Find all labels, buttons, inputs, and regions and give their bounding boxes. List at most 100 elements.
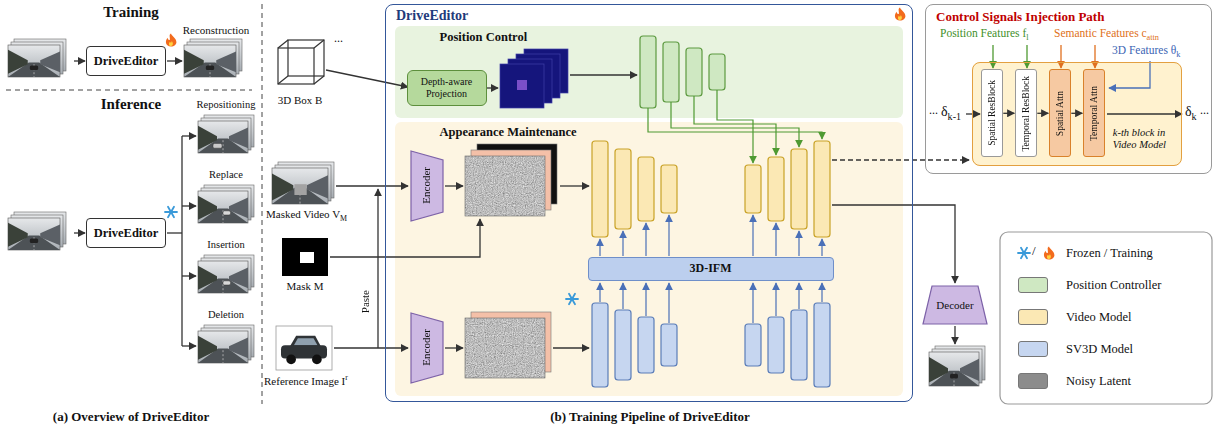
video-frames: [8, 39, 66, 77]
video-frames: [184, 39, 242, 77]
car: [30, 65, 38, 69]
layer-box: Spatial Attn: [1049, 69, 1071, 157]
text-label: 3D Box B: [278, 94, 323, 106]
video-frames: [8, 212, 66, 250]
arrow-line: [821, 283, 822, 302]
roadside-trees: [198, 196, 217, 220]
street-sky: [272, 168, 328, 204]
video-model: [592, 141, 830, 237]
heading-text: DriveEditor: [396, 8, 912, 24]
roadside-buildings: [216, 51, 236, 72]
arrow-line: [182, 275, 196, 276]
unet-block: [638, 317, 654, 373]
frozen-snowflake-icon: [165, 207, 177, 217]
arrow-line: [74, 232, 85, 233]
pipeline-panel: DriveEditorPosition ControlDepth-aware P…: [385, 4, 913, 402]
text-label: ...: [1200, 103, 1209, 117]
text-label: Insertion: [207, 239, 244, 250]
snowflake-arm: [569, 294, 575, 304]
unet-block: [638, 157, 654, 221]
box-label: Spatial Attn: [1055, 91, 1066, 136]
unet-block: [814, 141, 830, 237]
latent-border: [465, 318, 545, 378]
legend-text: Frozen / Training: [1066, 244, 1153, 262]
arrow-line: [954, 326, 955, 344]
arrow-line: [553, 347, 589, 348]
unet-block: [686, 48, 702, 96]
text-label: ...: [929, 103, 938, 117]
arrow-line: [694, 96, 776, 155]
roadside-trees: [198, 336, 217, 360]
roadside-buildings: [40, 224, 60, 245]
flame-inner: [169, 41, 173, 46]
arrow-line: [181, 136, 182, 346]
mask-background: [282, 238, 328, 276]
trapezoid: [923, 286, 987, 324]
unet-block: [745, 324, 761, 366]
arrow-line: [326, 70, 408, 87]
legend-text: Position Controller: [1066, 276, 1162, 294]
arrow-line: [752, 215, 753, 256]
block-fill: [972, 62, 1182, 166]
noisy-latent-base: [465, 318, 545, 378]
noisy-latent: [465, 156, 545, 216]
unet-block: [661, 324, 677, 366]
text-label: Mask M: [287, 280, 324, 292]
arrow-line: [832, 205, 955, 283]
box-label: Spatial ResBlock: [987, 80, 998, 146]
band-fill: [395, 122, 903, 396]
arrow-line: [1094, 45, 1095, 68]
roadside-buildings: [229, 337, 248, 358]
subscript: M: [340, 214, 347, 223]
box-label: Temporal Attn: [1089, 86, 1100, 141]
unet-block: [791, 310, 807, 380]
noisy-latent: [465, 318, 545, 378]
box-label: 3D-IFM: [690, 262, 732, 276]
legend-swatch: [1018, 373, 1048, 389]
decoder-block: Decoder: [922, 285, 988, 325]
legend-swatch: [1018, 341, 1048, 357]
text-label: δ: [941, 104, 948, 119]
arrow-line: [1060, 45, 1061, 68]
masked-region: [294, 184, 306, 195]
module-band: Position ControlDepth-aware Projection: [395, 26, 903, 118]
arrow-line: [668, 283, 669, 323]
legend-row: Frozen / Training: [1018, 244, 1153, 262]
arrow-line: [445, 347, 463, 348]
arrow-line: [599, 239, 600, 256]
arrow-line: [622, 231, 623, 256]
arrow-line: [570, 74, 637, 75]
trapezoid: [411, 313, 443, 383]
arrow-line: [182, 345, 196, 346]
roadside-trees: [929, 357, 948, 383]
legend-text: Noisy Latent: [1066, 372, 1131, 390]
arrow-line: [798, 283, 799, 309]
mask-region: [300, 252, 314, 263]
car: [950, 374, 958, 379]
text-label: 3D Features θ: [1112, 44, 1176, 56]
subscript: l: [1026, 33, 1028, 42]
heading-text: Position Control: [440, 30, 903, 44]
layer-box: Temporal ResBlock: [1015, 69, 1037, 157]
trapezoid: [411, 151, 443, 221]
video-frames: [198, 325, 254, 363]
box-label: Depth-aware Projection: [408, 76, 486, 99]
text-label: Training: [103, 4, 159, 20]
layer-box: Spatial ResBlock: [981, 69, 1003, 157]
street-sky: [929, 352, 979, 386]
band-fill: [395, 26, 903, 118]
unet-block: [768, 157, 784, 221]
arrow-line: [599, 283, 600, 302]
arrow-line: [1026, 45, 1027, 68]
flame-inner: [898, 15, 902, 20]
arrow-line: [334, 347, 408, 348]
model-box: DriveEditor: [86, 46, 166, 76]
legend-row: Noisy Latent: [1018, 372, 1131, 390]
flame-outer: [166, 34, 176, 47]
unet-block: [791, 149, 807, 229]
unet-block: [640, 36, 656, 108]
snowflake-arm: [566, 298, 578, 300]
box-label: Encoder: [420, 167, 433, 204]
arrow-line: [377, 189, 378, 348]
unet-block: [615, 310, 631, 380]
